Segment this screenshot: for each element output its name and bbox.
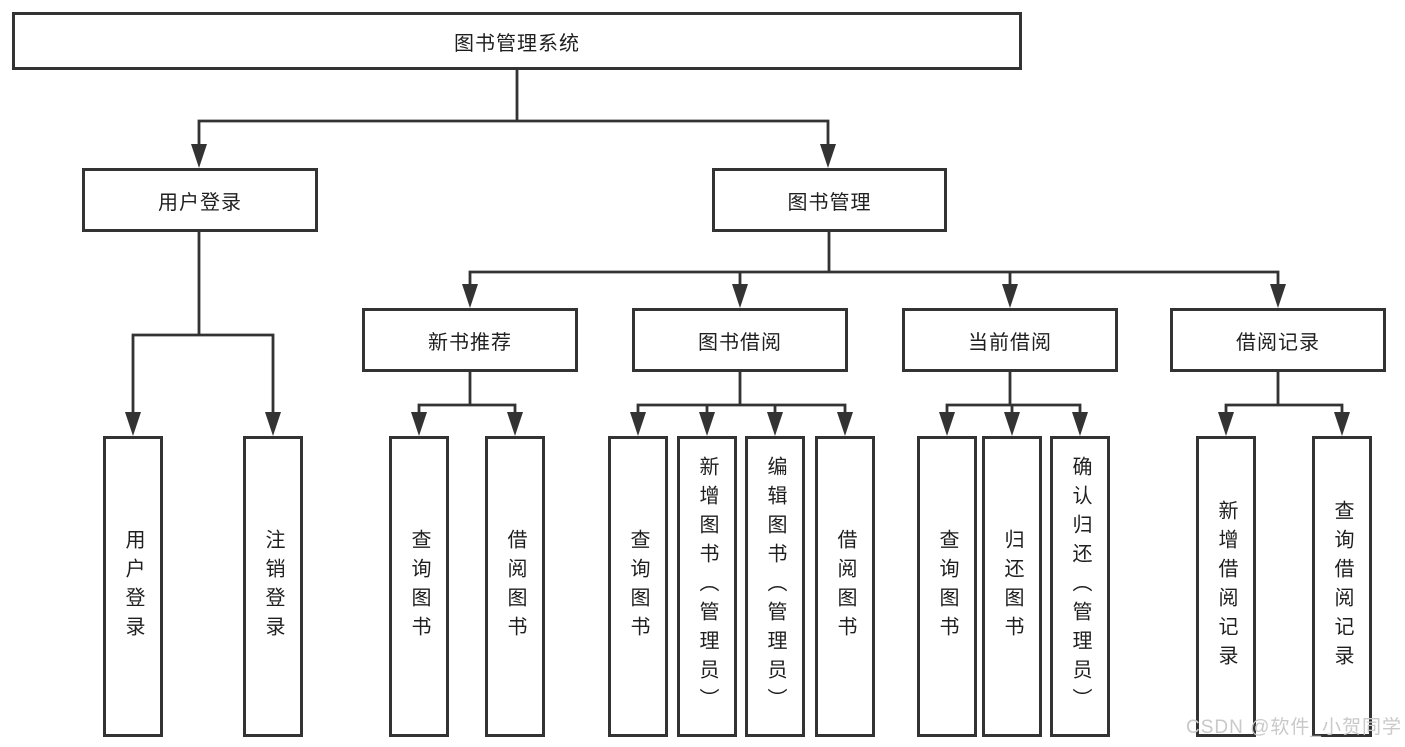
leaf-query-books-newbooks: 查询图书	[389, 436, 449, 737]
arrowhead-icon	[125, 412, 141, 436]
arrowhead-icon	[191, 144, 207, 168]
arrowhead-icon	[1334, 412, 1350, 436]
arrowhead-icon	[732, 284, 748, 308]
leaf-label: 归还图书	[1001, 528, 1023, 645]
csdn-watermark: CSDN @软件_小贺同学	[1186, 717, 1402, 738]
leaf-return-books: 归还图书	[982, 436, 1042, 737]
node-root: 图书管理系统	[12, 12, 1022, 70]
node-user-login: 用户登录	[82, 168, 318, 232]
leaf-query-borrow-record: 查询借阅记录	[1312, 436, 1372, 737]
leaf-label: 查询图书	[627, 528, 649, 645]
node-borrow-records: 借阅记录	[1170, 308, 1386, 372]
node-new-books: 新书推荐	[362, 308, 578, 372]
arrowhead-icon	[630, 412, 646, 436]
leaf-confirm-return-admin: 确认归还（管理员）	[1050, 436, 1110, 737]
leaf-add-books-admin: 新增图书（管理员）	[677, 436, 737, 737]
arrowhead-icon	[1004, 412, 1020, 436]
arrowheads	[125, 144, 1350, 436]
arrowhead-icon	[462, 284, 478, 308]
leaf-label: 新增借阅记录	[1215, 499, 1237, 674]
leaf-query-books-current: 查询图书	[917, 436, 977, 737]
arrowhead-icon	[1072, 412, 1088, 436]
arrowhead-icon	[411, 412, 427, 436]
arrowhead-icon	[837, 412, 853, 436]
leaf-user-login: 用户登录	[103, 436, 163, 737]
arrowhead-icon	[1002, 284, 1018, 308]
node-current-borrow: 当前借阅	[902, 308, 1118, 372]
arrowhead-icon	[1218, 412, 1234, 436]
leaf-borrow-books-newbooks: 借阅图书	[485, 436, 545, 737]
leaf-label: 用户登录	[122, 528, 144, 645]
node-book-borrow: 图书借阅	[632, 308, 848, 372]
leaf-add-borrow-record: 新增借阅记录	[1196, 436, 1256, 737]
leaf-borrow-books: 借阅图书	[815, 436, 875, 737]
arrowhead-icon	[939, 412, 955, 436]
leaf-label: 借阅图书	[834, 528, 856, 645]
leaf-label: 查询借阅记录	[1331, 499, 1353, 674]
node-book-mgmt: 图书管理	[712, 168, 947, 232]
leaf-query-books-borrow: 查询图书	[608, 436, 668, 737]
arrowhead-icon	[820, 144, 836, 168]
arrowhead-icon	[1270, 284, 1286, 308]
tree-edges	[131, 70, 1344, 418]
leaf-label: 查询图书	[408, 528, 430, 645]
leaf-label: 编辑图书（管理员）	[764, 456, 786, 717]
leaf-label: 新增图书（管理员）	[696, 456, 718, 717]
leaf-label: 借阅图书	[504, 528, 526, 645]
leaf-logout: 注销登录	[243, 436, 303, 737]
leaf-label: 查询图书	[936, 528, 958, 645]
leaf-label: 确认归还（管理员）	[1069, 456, 1091, 717]
leaf-edit-books-admin: 编辑图书（管理员）	[745, 436, 805, 737]
arrowhead-icon	[507, 412, 523, 436]
arrowhead-icon	[767, 412, 783, 436]
arrowhead-icon	[265, 412, 281, 436]
arrowhead-icon	[699, 412, 715, 436]
leaf-label: 注销登录	[262, 528, 284, 645]
